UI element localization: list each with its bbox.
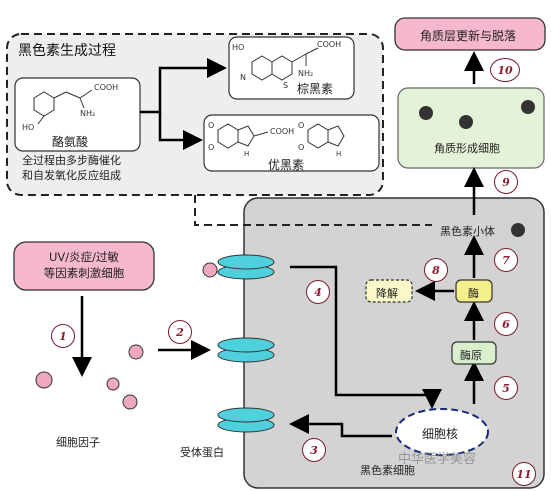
- eumelanin-cooh: COOH: [270, 127, 294, 136]
- melanocyte-cell: [243, 197, 545, 489]
- eumelanin-o3: O: [298, 121, 304, 130]
- pheomelanin-ho: HO: [232, 43, 244, 52]
- pheomelanin-nh2: NH₂: [298, 69, 313, 78]
- receptor-middle: [217, 337, 275, 363]
- eumelanin-o1: O: [208, 121, 214, 130]
- renewal-label: 角质层更新与脱落: [420, 29, 517, 43]
- synthesis-note: 全过程由多步酶催化 和自发氧化反应组成: [22, 154, 121, 182]
- step-10-badge: 10: [490, 58, 520, 82]
- tyrosine-box: [14, 77, 141, 152]
- tyrosine-structure: [33, 89, 93, 125]
- keratinocyte-granule: [459, 115, 473, 129]
- tyrosine-label: 酪氨酸: [52, 135, 89, 149]
- proenzyme-label: 酶原: [460, 349, 482, 362]
- cytokine-dot: [122, 394, 138, 410]
- tyrosine-cooh: COOH: [94, 83, 118, 92]
- tyrosine-ho: HO: [22, 123, 34, 132]
- melanosome-label: 黑色素小体: [440, 225, 495, 238]
- nucleus: [395, 408, 489, 456]
- pheomelanin-structure: [251, 47, 319, 81]
- keratinocyte-granule: [521, 100, 535, 114]
- melanocyte-label: 黑色素细胞: [360, 464, 415, 477]
- pheomelanin-label: 棕黑素: [297, 82, 334, 96]
- step-4-badge: 4: [306, 280, 330, 304]
- synthesis-title: 黑色素生成过程: [18, 43, 116, 59]
- step-3-badge: 3: [302, 438, 326, 462]
- step-11-badge: 11: [512, 462, 536, 486]
- cytokine-dot: [35, 371, 53, 389]
- degradation-label: 降解: [376, 287, 398, 300]
- cytokine-label: 细胞因子: [56, 436, 100, 449]
- step-6-badge: 6: [494, 312, 518, 336]
- receptor-bottom: [217, 407, 275, 433]
- panel-connector: [194, 195, 432, 226]
- tyrosine-nh2: NH₂: [80, 109, 95, 118]
- step-5-badge: 5: [494, 376, 518, 400]
- enzyme-box: [455, 279, 493, 303]
- receptor-top: [217, 254, 275, 280]
- keratinocyte-granule: [419, 106, 433, 120]
- keratinocyte-cell: [397, 87, 545, 169]
- arrow-step-4: [290, 265, 442, 409]
- step-2-badge: 2: [168, 320, 192, 344]
- stimulus-box: [13, 241, 155, 291]
- cytokine-dot: [128, 344, 144, 360]
- pheomelanin-n: N: [240, 73, 246, 82]
- eumelanin-h1: H: [244, 150, 249, 158]
- step-7-badge: 7: [494, 248, 518, 272]
- step-8-badge: 8: [424, 258, 448, 282]
- eumelanin-h2: H: [336, 150, 341, 158]
- synthesis-branch-arrow-lower: [158, 112, 203, 150]
- enzyme-label: 酶: [468, 287, 479, 300]
- step-1-badge: 1: [51, 324, 75, 348]
- stimulus-label: UV/炎症/过敏 等因素刺激细胞: [43, 250, 125, 281]
- melanosome-dot: [511, 223, 525, 237]
- eumelanin-structure: [217, 123, 345, 149]
- nucleus-label: 细胞核: [422, 427, 459, 441]
- eumelanin-box: [203, 114, 380, 172]
- keratinocyte-label: 角质形成细胞: [434, 142, 500, 155]
- watermark: 中华医学美容: [398, 452, 477, 467]
- synthesis-branch-arrow-upper: [140, 58, 227, 114]
- eumelanin-o4: O: [298, 143, 304, 152]
- pheomelanin-s: S: [283, 81, 288, 90]
- pheomelanin-cooh: COOH: [317, 40, 341, 49]
- proenzyme-box: [451, 341, 497, 365]
- eumelanin-o2: O: [208, 143, 214, 152]
- cytokine-dot: [106, 377, 120, 391]
- cytokine-dot: [202, 262, 218, 278]
- renewal-box: [394, 17, 546, 51]
- degradation-box: [365, 279, 413, 303]
- receptor-label: 受体蛋白: [180, 446, 224, 459]
- step-9-badge: 9: [494, 170, 518, 194]
- arrow-step-3: [289, 414, 392, 438]
- eumelanin-label: 优黑素: [268, 158, 305, 172]
